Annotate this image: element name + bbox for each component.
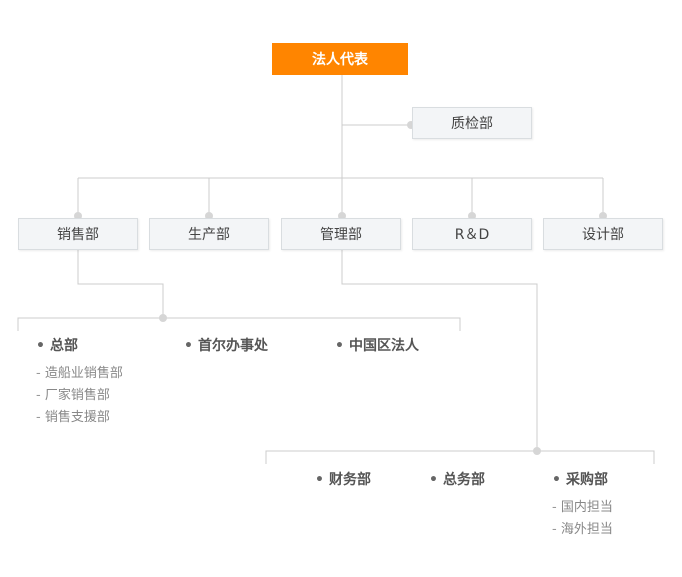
sales-group-title: 中国区法人 — [335, 335, 419, 355]
dept-label: R＆D — [454, 227, 490, 243]
admin-group-title: 总务部 — [429, 469, 485, 489]
admin-group-item: 海外担当 — [552, 518, 613, 537]
quality-box: 质检部 — [412, 107, 532, 139]
connector-admin-groups — [341, 250, 538, 450]
bracket-admin — [265, 450, 655, 464]
dept-box-design: 设计部 — [543, 218, 663, 250]
admin-group-title: 财务部 — [315, 469, 371, 489]
dept-label: 设计部 — [582, 227, 624, 243]
admin-group-item: 国内担当 — [552, 496, 613, 515]
dept-label: 销售部 — [57, 227, 99, 243]
quality-label: 质检部 — [451, 116, 493, 132]
admin-group-title: 采购部 — [552, 469, 608, 489]
sales-group-item: 厂家销售部 — [36, 384, 110, 403]
root-box: 法人代表 — [272, 43, 408, 75]
dept-box-sales: 销售部 — [18, 218, 138, 250]
sales-group-item: 造船业销售部 — [36, 362, 123, 381]
dept-box-production: 生产部 — [149, 218, 269, 250]
bracket-sales — [17, 317, 461, 331]
node-dot-sales-groups — [159, 314, 167, 322]
sales-group-title: 总部 — [36, 335, 78, 355]
node-dot-admin-groups — [533, 447, 541, 455]
dept-label: 生产部 — [188, 227, 230, 243]
sales-group-item: 销售支援部 — [36, 406, 110, 425]
dept-box-rnd: R＆D — [412, 218, 532, 250]
dept-box-admin: 管理部 — [281, 218, 401, 250]
root-label: 法人代表 — [312, 52, 368, 68]
dept-label: 管理部 — [320, 227, 362, 243]
sales-group-title: 首尔办事处 — [184, 335, 268, 355]
connector-sales-groups — [77, 250, 164, 318]
